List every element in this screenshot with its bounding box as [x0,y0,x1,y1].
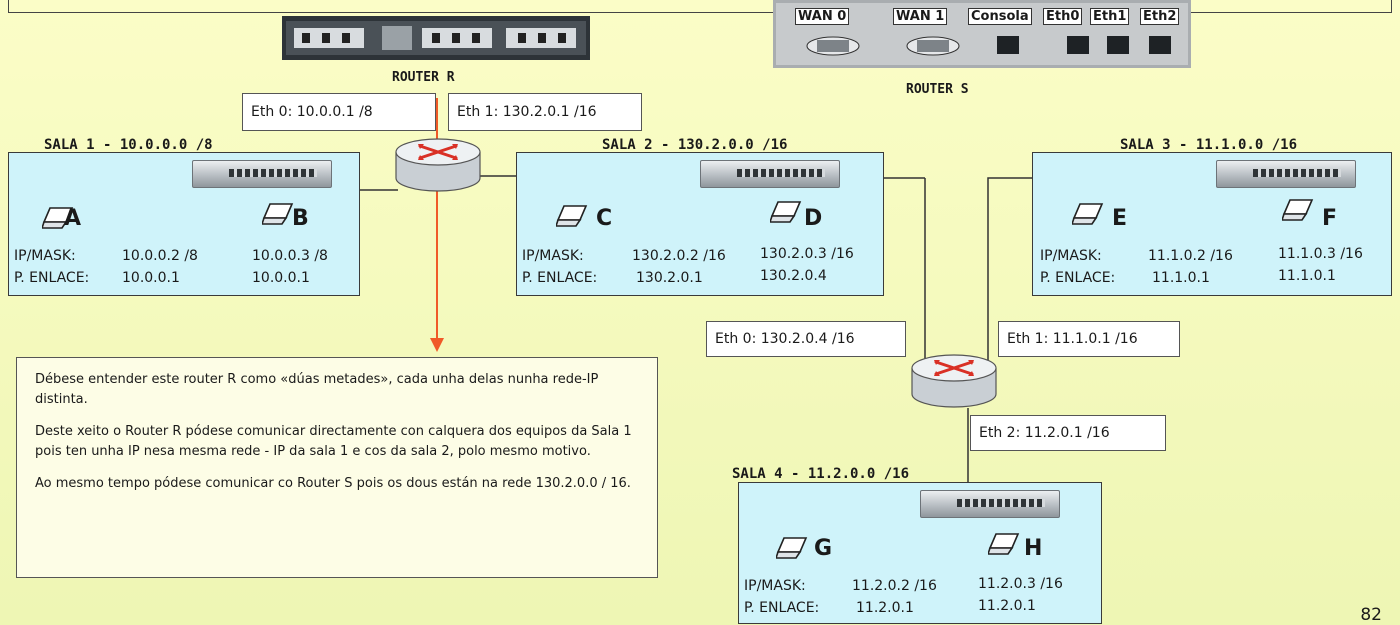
host-e-gw: 11.1.0.1 [1152,270,1210,286]
host-c-letter: C [596,206,613,231]
rack-router-icon [282,16,590,60]
page-number: 82 [1360,605,1382,625]
sala1-gw-label: P. ENLACE: [14,270,90,286]
router-s-eth1-label: Eth 1: 11.1.0.1 /16 [998,321,1180,357]
sala4-ip-label: IP/MASK: [744,578,806,594]
switch-icon [1216,160,1356,188]
panel-label-eth1: Eth1 [1090,8,1130,25]
sala4-gw-label: P. ENLACE: [744,600,820,616]
panel-label-eth0: Eth0 [1043,8,1083,25]
sala4-title: SALA 4 - 11.2.0.0 /16 [732,466,910,482]
host-d-ip: 130.2.0.3 /16 [760,246,854,262]
sala3-title: SALA 3 - 11.1.0.0 /16 [1120,137,1298,153]
host-e-ip: 11.1.0.2 /16 [1148,248,1233,264]
laptop-icon [262,203,294,225]
sala2-gw-label: P. ENLACE: [522,270,598,286]
top-frame [8,0,1392,13]
laptop-icon [42,207,74,229]
host-b-letter: B [292,206,309,231]
router-icon [395,138,481,192]
panel-label-wan1: WAN 1 [893,8,948,25]
panel-label-wan0: WAN 0 [795,8,850,25]
host-c-gw: 130.2.0.1 [636,270,703,286]
laptop-icon [556,205,588,227]
host-f-ip: 11.1.0.3 /16 [1278,246,1363,262]
host-d-gw: 130.2.0.4 [760,268,827,284]
host-a-ip: 10.0.0.2 /8 [122,248,198,264]
switch-icon [192,160,332,188]
host-b-gw: 10.0.0.1 [252,270,310,286]
sala2-ip-label: IP/MASK: [522,248,584,264]
laptop-icon [776,537,808,559]
host-g-ip: 11.2.0.2 /16 [852,578,937,594]
note-paragraph-1: Débese entender este router R como «dúas… [35,372,599,407]
sala2-title: SALA 2 - 130.2.0.0 /16 [602,137,788,153]
sala3-ip-label: IP/MASK: [1040,248,1102,264]
router-r-title: ROUTER R [392,70,455,85]
laptop-icon [988,533,1020,555]
host-b-ip: 10.0.0.3 /8 [252,248,328,264]
switch-icon [920,490,1060,518]
sala1-ip-label: IP/MASK: [14,248,76,264]
host-g-letter: G [814,536,833,561]
host-a-letter: A [64,206,82,231]
sala1-title: SALA 1 - 10.0.0.0 /8 [44,137,213,153]
panel-label-console: Consola [968,8,1032,25]
router-icon [911,354,997,408]
note-paragraph-2: Deste xeito o Router R pódese comunicar … [35,424,632,459]
switch-icon [700,160,840,188]
host-d-letter: D [804,206,823,231]
note-paragraph-3: Ao mesmo tempo pódese comunicar co Route… [35,476,631,491]
sala3-gw-label: P. ENLACE: [1040,270,1116,286]
panel-label-eth2: Eth2 [1140,8,1180,25]
explanation-note: Débese entender este router R como «dúas… [16,357,658,578]
host-e-letter: E [1112,206,1128,231]
router-s-eth2-label: Eth 2: 11.2.0.1 /16 [970,415,1166,451]
laptop-icon [1282,199,1314,221]
laptop-icon [770,201,802,223]
host-h-ip: 11.2.0.3 /16 [978,576,1063,592]
router-s-title: ROUTER S [906,82,969,97]
router-s-eth0-label: Eth 0: 130.2.0.4 /16 [706,321,906,357]
host-h-gw: 11.2.0.1 [978,598,1036,614]
laptop-icon [1072,203,1104,225]
router-r-eth1-label: Eth 1: 130.2.0.1 /16 [448,93,642,131]
host-f-letter: F [1322,206,1338,231]
host-a-gw: 10.0.0.1 [122,270,180,286]
host-c-ip: 130.2.0.2 /16 [632,248,726,264]
router-r-eth0-label: Eth 0: 10.0.0.1 /8 [242,93,436,131]
host-h-letter: H [1024,536,1043,561]
host-g-gw: 11.2.0.1 [856,600,914,616]
host-f-gw: 11.1.0.1 [1278,268,1336,284]
